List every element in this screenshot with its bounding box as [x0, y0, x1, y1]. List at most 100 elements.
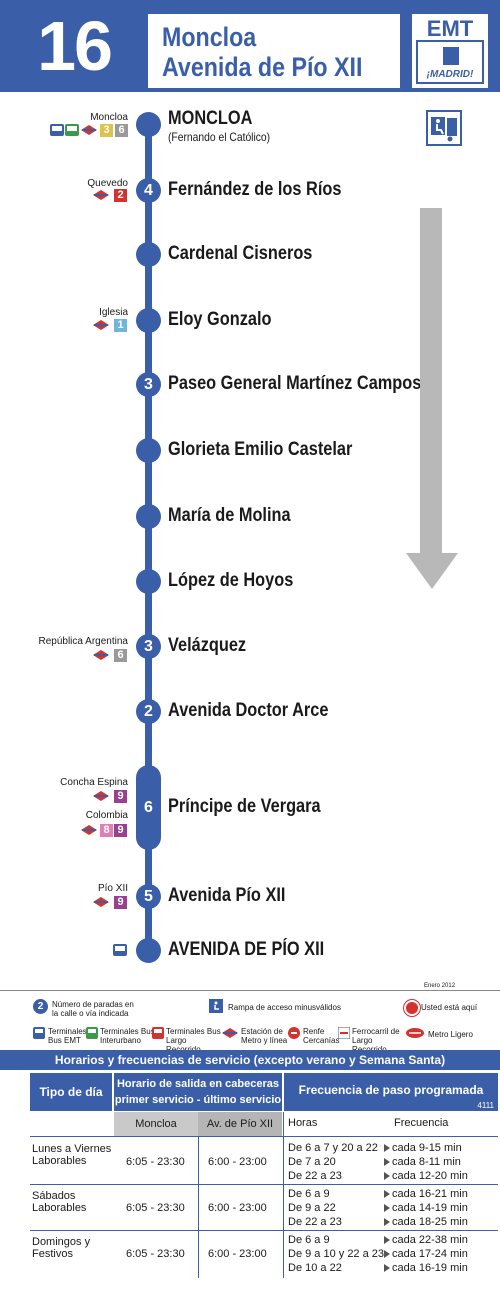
hours: De 9 a 22	[288, 1202, 336, 1214]
legend-date: Enero 2012	[424, 983, 456, 989]
bus-largo-icon	[152, 1027, 164, 1039]
metro-icon	[81, 125, 97, 135]
sub-avpio: Av. de Pío XII	[198, 1112, 282, 1136]
stop-name: Fernández de los Ríos	[168, 179, 342, 200]
sub-moncloa: Moncloa	[114, 1112, 198, 1136]
stop-fernandez-de-los-rios[interactable]: 4 Fernández de los Ríos Quevedo 2	[0, 176, 500, 206]
hours: De 22 a 23	[288, 1170, 342, 1182]
connection-label: República Argentina	[38, 636, 128, 647]
frequency: cada 12-20 min	[392, 1170, 468, 1182]
connection-label: Colombia	[85, 810, 128, 821]
frequency: cada 17-24 min	[392, 1248, 468, 1260]
connection-label: Quevedo	[87, 178, 128, 189]
bus-emt-icon	[33, 1027, 45, 1039]
moncloa-time: 6:05 - 23:30	[126, 1156, 185, 1168]
col-departure-header: Horario de salida en cabeceras primer se…	[114, 1073, 282, 1111]
metro-line-badge: 9	[114, 896, 127, 909]
route-header: 16 Moncloa Avenida de Pío XII EMT ¡MADRI…	[0, 0, 500, 92]
row-separator	[30, 1184, 498, 1185]
frequency: cada 22-38 min	[392, 1234, 468, 1246]
column-separator	[198, 1136, 199, 1278]
stop-avenida-doctor-arce[interactable]: 2 Avenida Doctor Arce	[0, 699, 500, 729]
stop-name: Avenida Doctor Arce	[168, 700, 329, 721]
direction-arrow-shaft	[420, 208, 442, 553]
connection-label: Moncloa	[90, 112, 128, 123]
stop-moncloa[interactable]: MONCLOA (Fernando el Católico) Moncloa 3…	[0, 108, 500, 144]
schedule-title: Horarios y frecuencias de servicio (exce…	[0, 1050, 500, 1070]
metro-ligero-icon	[406, 1028, 424, 1038]
stop-paseo-general-martinez-campos[interactable]: 3 Paseo General Martínez Campos	[0, 372, 500, 402]
bus-emt-icon	[113, 944, 127, 956]
ferrocarril-icon	[338, 1027, 350, 1039]
bullet-arrow-icon	[384, 1218, 390, 1227]
metro-line-badge: 9	[114, 824, 127, 837]
sub-horas: Horas	[288, 1117, 318, 1129]
day-type: Sábados Laborables	[32, 1190, 87, 1214]
emt-logo-box: EMT ¡MADRID!	[412, 14, 488, 88]
stop-marker	[136, 242, 161, 267]
stop-maria-de-molina[interactable]: María de Molina	[0, 504, 500, 534]
bus-interurbano-icon	[86, 1027, 98, 1039]
stop-name: Eloy Gonzalo	[168, 309, 272, 330]
stop-principe-de-vergara[interactable]: 6 Príncipe de Vergara Concha Espina 9 Co…	[0, 765, 500, 850]
destination-line-1: Moncloa	[162, 22, 257, 52]
avpio-time: 6:00 - 23:00	[208, 1248, 267, 1260]
bullet-arrow-icon	[384, 1264, 390, 1273]
metro-line-badge: 6	[114, 649, 127, 662]
stop-count-marker: 3	[136, 372, 161, 397]
stop-velazquez[interactable]: 3 Velázquez República Argentina 6	[0, 634, 500, 664]
stop-cardenal-cisneros[interactable]: Cardenal Cisneros	[0, 242, 500, 272]
metro-line-badge: 9	[114, 790, 127, 803]
stop-subtitle: (Fernando el Católico)	[168, 130, 271, 144]
stop-count-legend-icon: 2	[33, 999, 48, 1014]
stop-avenida-pio-xii[interactable]: 5 Avenida Pío XII Pío XII 9	[0, 883, 500, 914]
row-separator	[30, 1230, 498, 1231]
stop-avenida-de-pio-xii-terminal[interactable]: AVENIDA DE PÍO XII	[0, 938, 500, 968]
legend-metro: Estación de Metro y línea	[241, 1027, 288, 1045]
legend-renfe: Renfe Cercanías	[303, 1027, 340, 1045]
madrid-crest-icon	[443, 47, 459, 65]
stop-marker	[136, 504, 161, 529]
stop-count-marker: 2	[136, 699, 161, 724]
legend-ramp: Rampa de acceso minusválidos	[228, 1003, 341, 1012]
metro-icon	[222, 1028, 238, 1038]
metro-icon	[93, 897, 109, 907]
stop-eloy-gonzalo[interactable]: Eloy Gonzalo Iglesia 1	[0, 307, 500, 338]
legend-bus-largo: Terminales Bus Largo Recorrido	[166, 1027, 221, 1054]
stop-name: Cardenal Cisneros	[168, 243, 313, 264]
day-type: Domingos y Festivos	[32, 1236, 91, 1260]
connection-label: Pío XII	[97, 883, 128, 894]
row-separator	[30, 1136, 498, 1137]
metro-line-badge: 6	[115, 124, 128, 137]
hours: De 10 a 22	[288, 1262, 342, 1274]
direction-arrow-icon	[406, 553, 458, 589]
metro-icon	[93, 791, 109, 801]
legend-ferrocarril: Ferrocarril de Largo Recorrido	[352, 1027, 400, 1054]
sub-frecuencia: Frecuencia	[394, 1117, 449, 1129]
legend-metro-ligero: Metro Ligero	[428, 1030, 473, 1039]
hours: De 6 a 9	[288, 1234, 330, 1246]
moncloa-time: 6:05 - 23:30	[126, 1202, 185, 1214]
day-type: Lunes a Viernes Laborables	[32, 1143, 112, 1167]
legend: 2 Número de paradas en la calle o vía in…	[0, 990, 500, 1054]
legend-stops-number: Número de paradas en la calle o vía indi…	[52, 1000, 134, 1018]
you-are-here-icon	[404, 1000, 420, 1016]
frequency: cada 16-19 min	[392, 1262, 468, 1274]
hours: De 6 a 9	[288, 1188, 330, 1200]
metro-icon	[93, 190, 109, 200]
bullet-arrow-icon	[384, 1250, 390, 1259]
stop-lopez-de-hoyos[interactable]: López de Hoyos	[0, 569, 500, 599]
emt-label: EMT	[426, 16, 474, 41]
madrid-logo: ¡MADRID!	[416, 40, 484, 84]
bullet-arrow-icon	[384, 1190, 390, 1199]
stop-name: Avenida Pío XII	[168, 885, 286, 906]
hours: De 7 a 20	[288, 1156, 336, 1168]
route-line	[145, 122, 152, 952]
stop-count-marker: 4	[136, 178, 161, 203]
col-day-header: Tipo de día	[30, 1073, 112, 1111]
col-frequency-label: Frecuencia de paso programada	[298, 1083, 484, 1097]
stop-glorieta-emilio-castelar[interactable]: Glorieta Emilio Castelar	[0, 438, 500, 468]
column-separator	[283, 1112, 284, 1278]
hours: De 9 a 10 y 22 a 23	[288, 1248, 385, 1260]
bullet-arrow-icon	[384, 1144, 390, 1153]
